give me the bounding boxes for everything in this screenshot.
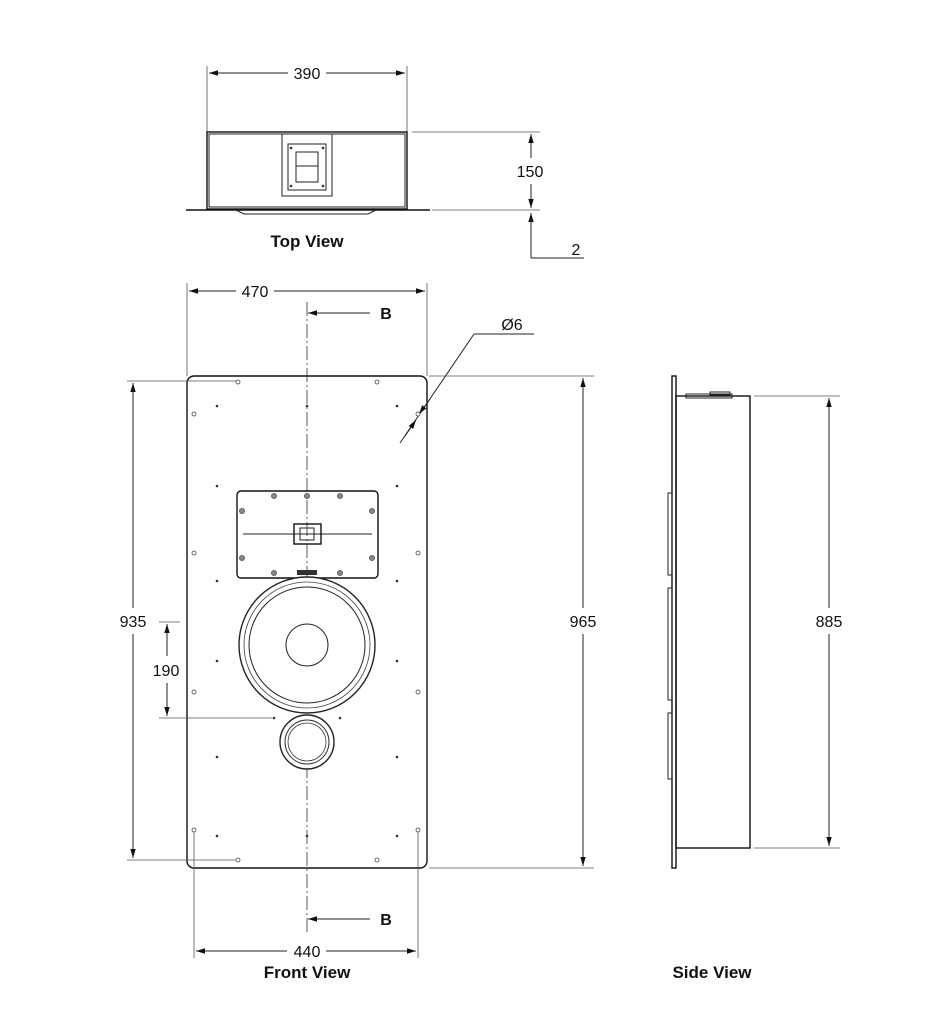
woofer [238, 576, 376, 714]
tweeter-screw [271, 493, 277, 499]
top-width-label: 390 [294, 66, 321, 83]
woofer-dustcap [285, 623, 329, 667]
fixing-point [215, 404, 219, 408]
side-tweeter-bulge [667, 492, 673, 576]
tweeter-screw [239, 555, 245, 561]
mounting-hole [191, 827, 197, 833]
tweeter-unit-inner [299, 527, 315, 541]
mounting-hole [415, 550, 421, 556]
bass-port [279, 714, 335, 770]
fixing-point [215, 484, 219, 488]
port-inner [284, 719, 330, 765]
brand-logo [297, 570, 317, 575]
fixing-point [305, 404, 309, 408]
top-tweeter-screw [289, 146, 293, 150]
top-tweeter-core [295, 151, 319, 183]
mounting-hole [191, 411, 197, 417]
mounting-hole [415, 689, 421, 695]
tweeter-screw [337, 493, 343, 499]
fixing-point [338, 716, 342, 720]
front-outer-width-label: 470 [242, 284, 269, 301]
woofer-outer-ring [238, 576, 376, 714]
tweeter-screw [369, 508, 375, 514]
fixing-point [215, 579, 219, 583]
hole-diameter-label: Ø6 [501, 317, 522, 334]
fixing-point [395, 755, 399, 759]
side-woofer-bulge [667, 587, 673, 701]
fixing-point [272, 716, 276, 720]
section-label-top: B [380, 306, 392, 323]
top-tweeter-screw [289, 184, 293, 188]
woofer-offset-label: 190 [153, 663, 180, 680]
hole-arrow-a [418, 398, 431, 415]
mounting-hole [191, 550, 197, 556]
top-grille-edge [235, 209, 377, 215]
fixing-point [305, 834, 309, 838]
mounting-holes [191, 379, 421, 863]
front-view-title: Front View [264, 963, 351, 982]
top-tweeter-housing [281, 133, 333, 197]
tweeter-screw [369, 555, 375, 561]
mounting-hole [415, 411, 421, 417]
top-tweeter-screw [321, 146, 325, 150]
fixing-point [395, 659, 399, 663]
fixing-point [395, 404, 399, 408]
side-box [675, 395, 751, 849]
mounting-hole [235, 857, 241, 863]
front-height-right-label: 965 [570, 614, 597, 631]
side-top-cap [709, 391, 731, 396]
section-label-bottom: B [380, 912, 392, 929]
front-height-left-label: 935 [120, 614, 147, 631]
mounting-hole [374, 857, 380, 863]
top-view: 390 150 2 Top View [186, 66, 584, 259]
side-top-rail [685, 393, 733, 399]
tweeter-screw [239, 508, 245, 514]
fixing-point [395, 834, 399, 838]
front-baffle [186, 375, 428, 869]
front-view: 470 B B Ø6 [120, 283, 597, 982]
mounting-hole [415, 827, 421, 833]
mounting-hole [235, 379, 241, 385]
top-flange-label: 2 [572, 242, 581, 259]
tweeter-screw [337, 570, 343, 576]
tweeter-screw [271, 570, 277, 576]
fixing-point [215, 755, 219, 759]
side-view: 885 Side View [667, 375, 843, 982]
top-depth-label: 150 [517, 164, 544, 181]
woofer-cone [248, 586, 366, 704]
side-view-title: Side View [672, 963, 752, 982]
tweeter-screw [304, 493, 310, 499]
tweeter-plate [236, 490, 379, 579]
fixing-points [215, 404, 399, 838]
top-view-title: Top View [270, 232, 344, 251]
hole-arrow-b [404, 419, 417, 437]
side-port-bulge [667, 712, 673, 780]
top-tweeter-frame [287, 143, 327, 191]
top-tweeter-screw [321, 184, 325, 188]
fixing-point [215, 834, 219, 838]
side-height-label: 885 [816, 614, 843, 631]
mounting-hole [374, 379, 380, 385]
woofer-surround [243, 581, 371, 709]
fixing-point [395, 579, 399, 583]
top-box [206, 131, 408, 210]
port-tube [287, 722, 327, 762]
front-inner-width-label: 440 [294, 944, 321, 961]
fixing-point [215, 659, 219, 663]
fixing-point [395, 484, 399, 488]
tweeter-unit [293, 523, 322, 545]
mounting-hole [191, 689, 197, 695]
